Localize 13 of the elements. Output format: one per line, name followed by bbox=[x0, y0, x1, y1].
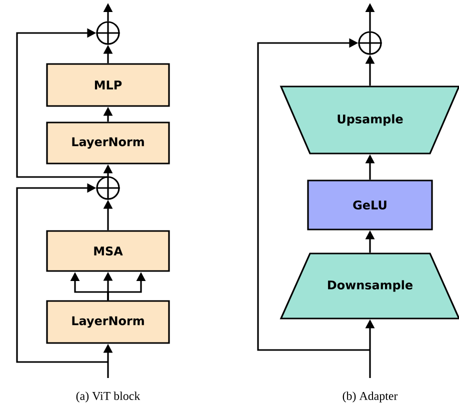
process-box: MLP bbox=[46, 63, 170, 107]
sum-circle bbox=[95, 20, 121, 46]
arrow bbox=[16, 183, 108, 363]
process-box: MSA bbox=[46, 230, 170, 272]
process-box: LayerNorm bbox=[46, 300, 170, 344]
arrow bbox=[16, 28, 109, 178]
caption: (b) Adapter bbox=[342, 392, 398, 402]
process-box: LayerNorm bbox=[46, 122, 170, 164]
sum-circle bbox=[95, 175, 121, 201]
arrow bbox=[257, 38, 370, 351]
sum-circle bbox=[357, 30, 383, 56]
process-box: GeLU bbox=[307, 180, 433, 230]
caption: (a) ViT block bbox=[76, 392, 140, 402]
